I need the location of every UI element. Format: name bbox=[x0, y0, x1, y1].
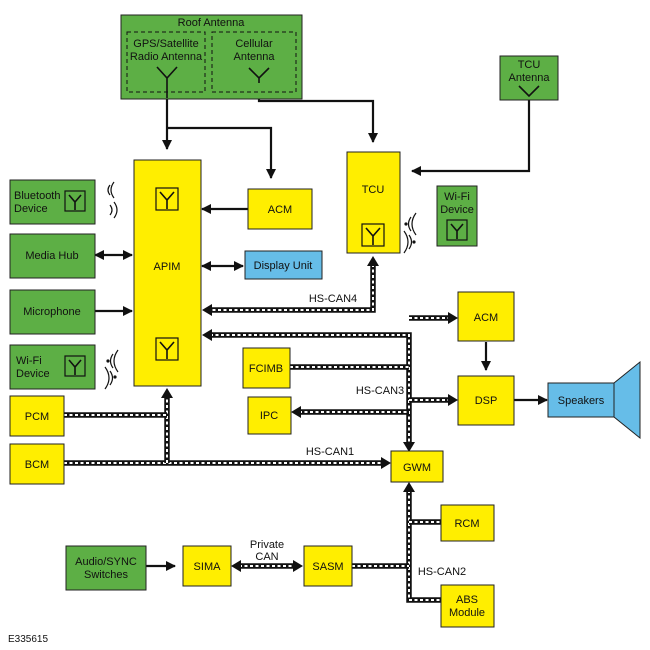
bcm-box: BCM bbox=[9, 443, 65, 485]
wifi-device-left-box: Wi-Fi Device bbox=[9, 344, 96, 390]
hs-can3-bus bbox=[202, 312, 458, 452]
wifi-device-right-box: Wi-Fi Device bbox=[436, 185, 478, 247]
audio-sync-label-2: Switches bbox=[84, 569, 129, 581]
cellular-antenna-label-1: Cellular bbox=[235, 38, 273, 50]
audio-sync-switches-box: Audio/SYNC Switches bbox=[65, 545, 147, 591]
wifi-left-label-1: Wi-Fi bbox=[16, 355, 42, 367]
tcu-label: TCU bbox=[362, 184, 385, 196]
speakers-box bbox=[547, 382, 615, 418]
bus-lines bbox=[64, 256, 458, 603]
wifi-left-signal-icon bbox=[104, 349, 119, 390]
speaker-cone-icon bbox=[613, 360, 641, 440]
sasm-label: SASM bbox=[312, 561, 343, 573]
display-unit-label: Display Unit bbox=[254, 260, 313, 272]
ipc-box: IPC bbox=[247, 396, 292, 435]
display-unit-box: Display Unit bbox=[244, 250, 323, 280]
wifi-right-label-2: Device bbox=[440, 204, 474, 216]
abs-label-1: ABS bbox=[456, 594, 478, 606]
apim-label: APIM bbox=[154, 261, 181, 273]
bluetooth-signal-icon bbox=[107, 181, 118, 219]
tcu-antenna-box: TCU Antenna bbox=[499, 55, 559, 101]
gwm-box: GWM bbox=[390, 450, 444, 483]
hs-can4-label: HS-CAN4 bbox=[309, 293, 357, 305]
wifi-left-label-2: Device bbox=[16, 368, 50, 380]
sima-box: SIMA bbox=[182, 545, 232, 587]
hs-can1-label: HS-CAN1 bbox=[306, 446, 354, 458]
tcu-antenna-icon bbox=[518, 85, 540, 98]
private-can-label-2: CAN bbox=[255, 551, 278, 563]
acm-right-label: ACM bbox=[474, 312, 498, 324]
wifi-right-label-1: Wi-Fi bbox=[444, 191, 470, 203]
private-can-bus bbox=[231, 560, 303, 572]
tcu-antenna-inner-icon bbox=[361, 223, 385, 247]
media-hub-label: Media Hub bbox=[25, 250, 78, 262]
gps-to-acm-wire bbox=[167, 126, 276, 179]
acm-top-label: ACM bbox=[268, 204, 292, 216]
bluetooth-antenna-icon bbox=[64, 190, 86, 212]
acm-top-box: ACM bbox=[247, 188, 313, 230]
gps-antenna-icon bbox=[156, 66, 178, 98]
abs-label-2: Module bbox=[449, 607, 485, 619]
gwm-label: GWM bbox=[403, 462, 431, 474]
sasm-box: SASM bbox=[303, 545, 353, 587]
cellular-antenna-icon bbox=[248, 67, 270, 83]
tcu-antenna-label-2: Antenna bbox=[509, 72, 551, 84]
roof-antenna-box: Roof Antenna GPS/Satellite Radio Antenna… bbox=[120, 14, 303, 100]
tcu-signal-icon bbox=[403, 212, 417, 254]
tcu-antenna-label-1: TCU bbox=[518, 59, 541, 71]
hs-can2-bus bbox=[352, 482, 441, 603]
apim-antenna-top-icon bbox=[155, 187, 179, 211]
bcm-label: BCM bbox=[25, 459, 49, 471]
tcu-box: TCU bbox=[346, 151, 401, 254]
speakers-group: Speakers bbox=[547, 360, 641, 440]
pcm-box: PCM bbox=[9, 395, 65, 437]
tcu-antenna-wire bbox=[411, 98, 531, 176]
rcm-box: RCM bbox=[440, 504, 495, 542]
hs-can4-bus bbox=[202, 256, 379, 316]
dsp-label: DSP bbox=[475, 395, 498, 407]
wifi-right-antenna-icon bbox=[446, 219, 468, 241]
gps-antenna-label-2: Radio Antenna bbox=[130, 51, 203, 63]
microphone-label: Microphone bbox=[23, 306, 80, 318]
bluetooth-label-2: Device bbox=[14, 203, 48, 215]
roof-antenna-title: Roof Antenna bbox=[178, 17, 246, 29]
rcm-label: RCM bbox=[454, 518, 479, 530]
speakers-label: Speakers bbox=[558, 395, 605, 407]
apim-box: APIM bbox=[133, 159, 202, 387]
abs-module-box: ABS Module bbox=[440, 584, 495, 628]
apim-antenna-bottom-icon bbox=[155, 337, 179, 361]
bluetooth-device-box: Bluetooth Device bbox=[9, 179, 96, 225]
pcm-label: PCM bbox=[25, 411, 49, 423]
private-can-label-1: Private bbox=[250, 539, 284, 551]
hs-can1-bus bbox=[64, 388, 391, 469]
dsp-box: DSP bbox=[457, 375, 515, 426]
microphone-box: Microphone bbox=[9, 289, 96, 335]
bluetooth-label-1: Bluetooth bbox=[14, 190, 60, 202]
fcimb-box: FCIMB bbox=[242, 347, 291, 389]
audio-sync-label-1: Audio/SYNC bbox=[75, 556, 137, 568]
gps-antenna-label-1: GPS/Satellite bbox=[133, 38, 198, 50]
fcimb-label: FCIMB bbox=[249, 363, 283, 375]
figure-id: E335615 bbox=[8, 634, 48, 645]
hs-can2-label: HS-CAN2 bbox=[418, 566, 466, 578]
acm-right-box: ACM bbox=[457, 291, 515, 342]
media-hub-box: Media Hub bbox=[9, 233, 96, 279]
hs-can3-label: HS-CAN3 bbox=[356, 385, 404, 397]
wifi-left-antenna-icon bbox=[64, 355, 86, 377]
ipc-label: IPC bbox=[260, 410, 278, 422]
sima-label: SIMA bbox=[194, 561, 222, 573]
cellular-antenna-label-2: Antenna bbox=[234, 51, 276, 63]
